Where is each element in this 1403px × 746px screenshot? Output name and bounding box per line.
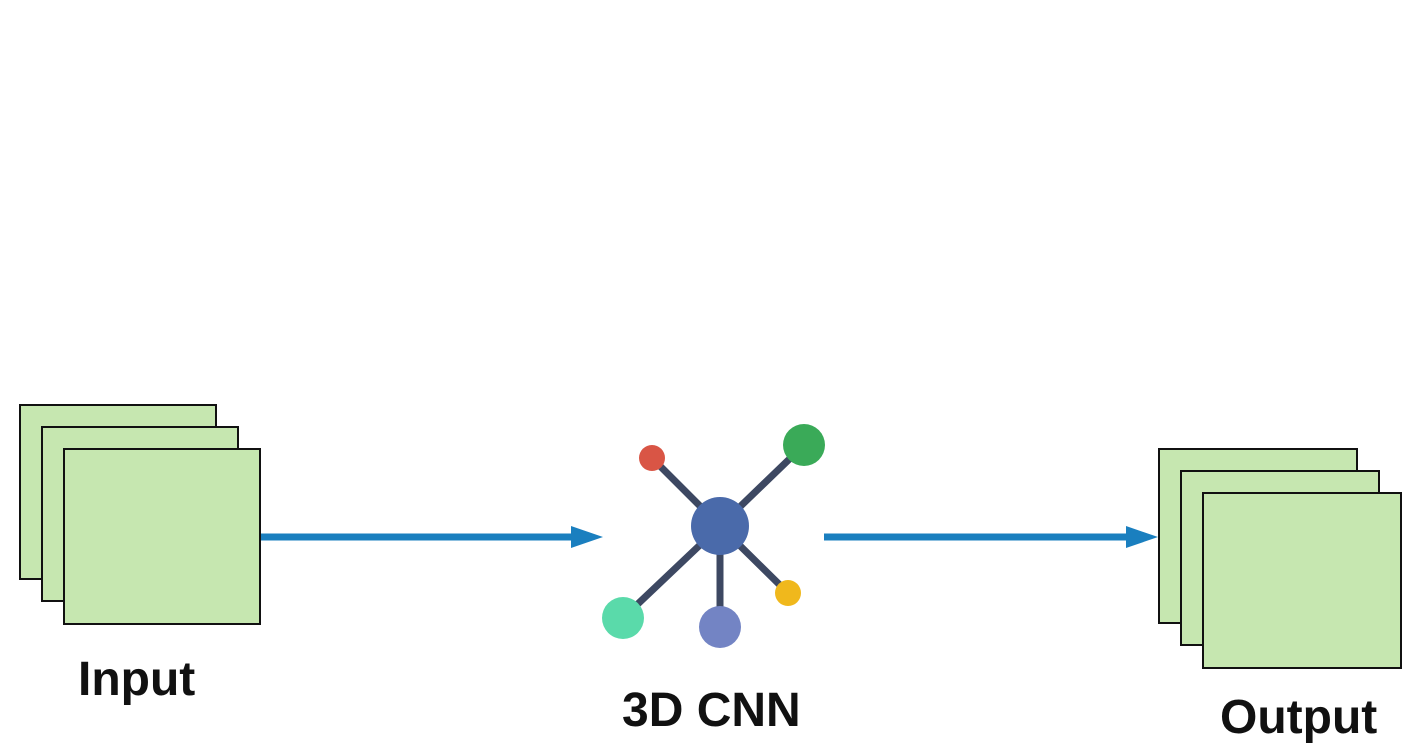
arrow-head — [1126, 526, 1158, 548]
output-frame-front — [1202, 492, 1402, 669]
model-label: 3D CNN — [622, 684, 801, 737]
output-label: Output — [1220, 691, 1378, 744]
input-frame-front — [63, 448, 261, 625]
node-green — [783, 424, 825, 466]
arrow-head — [571, 526, 603, 548]
arrow-cnn-to-output — [824, 526, 1158, 548]
neural-network-icon — [602, 424, 825, 648]
node-hub — [691, 497, 749, 555]
node-teal — [602, 597, 644, 639]
node-lavender — [699, 606, 741, 648]
input-label: Input — [78, 653, 196, 706]
node-yellow — [775, 580, 801, 606]
node-red — [639, 445, 665, 471]
arrow-input-to-cnn — [261, 526, 603, 548]
